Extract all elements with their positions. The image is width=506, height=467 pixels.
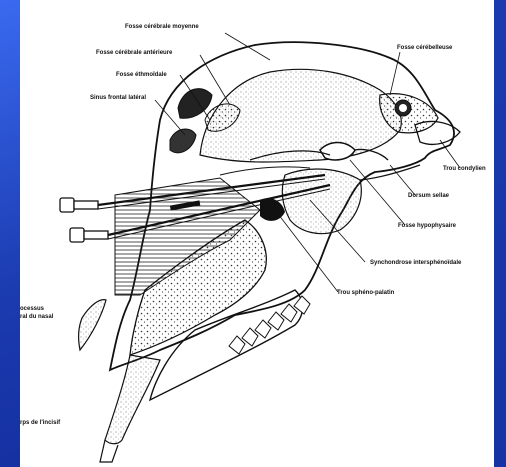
label-dorsum-sellae: Dorsum sellae bbox=[408, 193, 449, 200]
label-fosse-cerebrale-moyenne: Fosse cérébrale moyenne bbox=[125, 24, 199, 31]
anatomical-figure: Fosse cérébrale moyenne Fosse cérébrale … bbox=[20, 0, 494, 467]
sella-turcica bbox=[320, 143, 355, 160]
label-processus-line1: ocessus bbox=[20, 306, 44, 313]
nasal-process bbox=[79, 300, 106, 350]
teeth-row bbox=[229, 296, 310, 354]
label-fosse-hypophysaire: Fosse hypophysaire bbox=[398, 223, 456, 230]
label-sinus-frontal-lateral: Sinus frontal latéral bbox=[90, 95, 146, 102]
label-processus-line2: ral du nasal bbox=[20, 314, 53, 321]
label-trou-condylien: Trou condylien bbox=[443, 166, 486, 173]
label-fosse-ethmoidale: Fosse éthmoïdale bbox=[116, 72, 167, 79]
frontal-sinus bbox=[178, 89, 212, 119]
label-fosse-cerebrale-anterieure: Fosse cérébrale antérieure bbox=[96, 50, 172, 57]
skull-sagittal-drawing bbox=[20, 0, 494, 467]
label-trou-spheno-palatin: Trou sphéno-palatin bbox=[337, 290, 394, 297]
label-corps-incisif: rps de l'incisif bbox=[20, 420, 60, 427]
label-synchondrose: Synchondrose intersphénoïdale bbox=[370, 260, 461, 267]
label-fosse-cerebelleuse: Fosse cérébelleuse bbox=[397, 45, 452, 52]
